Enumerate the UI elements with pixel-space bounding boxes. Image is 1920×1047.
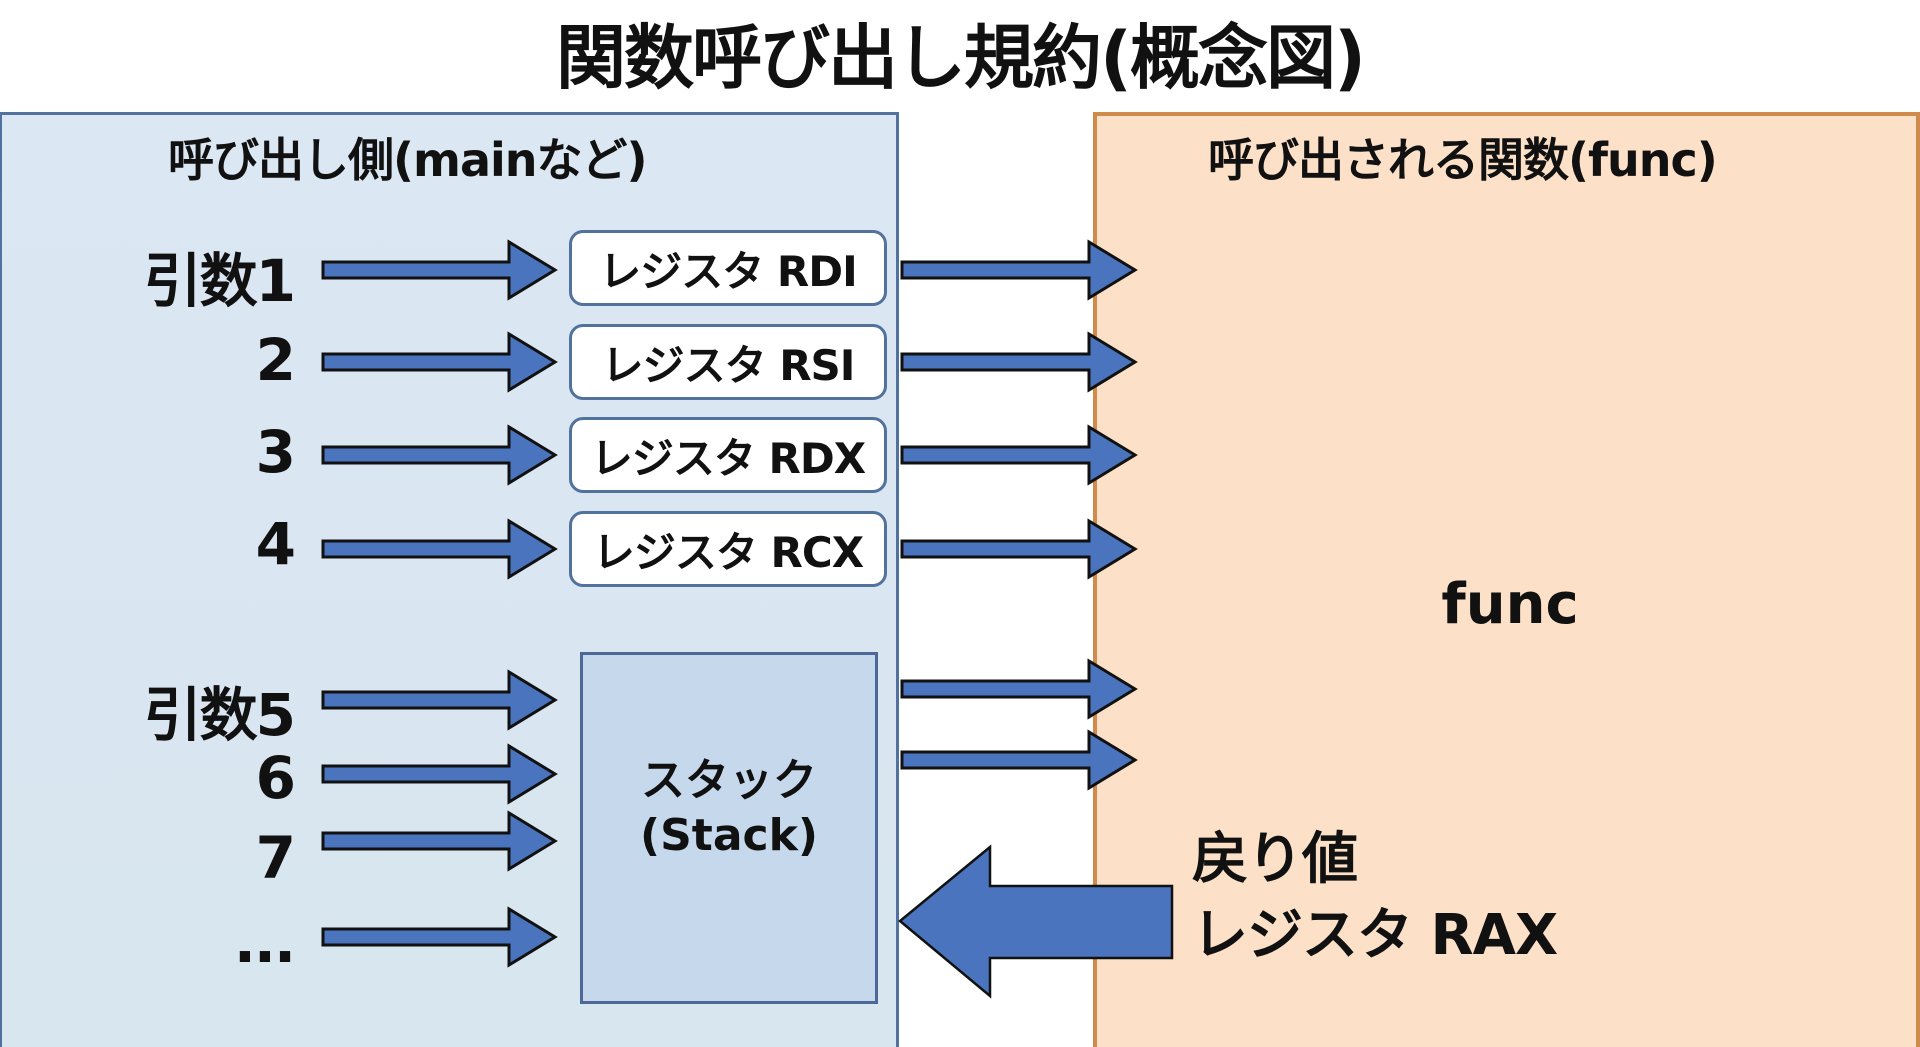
arg-label-4: 4 (255, 510, 296, 578)
stack-sublabel: (Stack) (640, 810, 818, 861)
arg-label-7: 7 (255, 824, 296, 892)
return-value-title: 戻り値 (1192, 827, 1358, 892)
register-box-rdx: レジスタ RDX (569, 417, 887, 493)
return-value-label: 戻り値 レジスタ RAX (1192, 822, 1558, 974)
diagram-title: 関数呼び出し規約(概念図) (556, 17, 1366, 99)
func-label: func (1441, 572, 1579, 637)
arg-label-6: 6 (255, 744, 296, 812)
register-box-rdi: レジスタ RDI (569, 230, 887, 306)
arg-label-ellipsis: ... (233, 908, 296, 976)
caller-panel-title: 呼び出し側(mainなど) (168, 133, 648, 187)
register-box-rcx: レジスタ RCX (569, 511, 887, 587)
callee-panel (1093, 112, 1920, 1047)
callee-panel-title: 呼び出される関数(func) (1208, 133, 1718, 187)
stack-label: スタック (641, 755, 817, 806)
register-box-rsi: レジスタ RSI (569, 324, 887, 400)
return-register: レジスタ RAX (1192, 903, 1558, 968)
arg-label-2: 2 (255, 326, 296, 394)
arg-label-5: 引数5 (143, 681, 296, 749)
arg-label-1: 引数1 (143, 247, 296, 315)
stack-box: スタック (Stack) (580, 652, 878, 1004)
arg-label-3: 3 (255, 418, 296, 486)
